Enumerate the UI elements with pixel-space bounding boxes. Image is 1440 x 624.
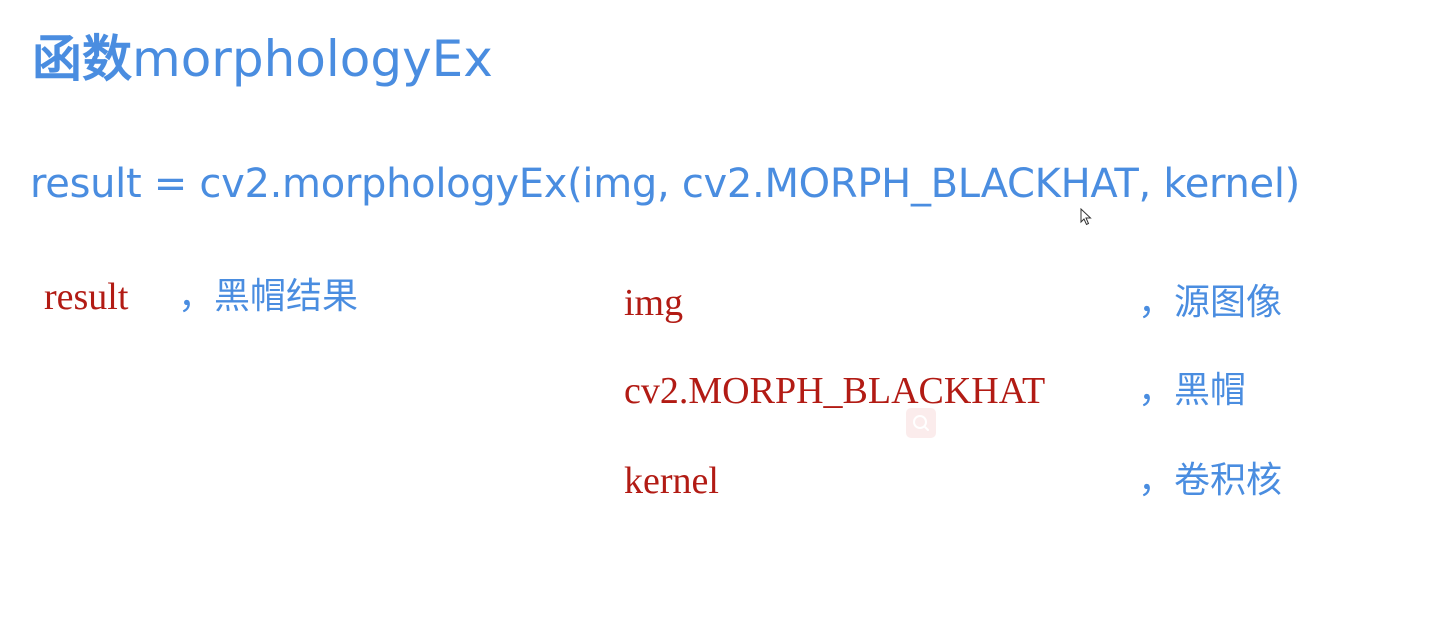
title-latin: morphologyEx <box>132 30 493 88</box>
param-desc-img: ，源图像 <box>1138 282 1283 323</box>
param-name-kernel: kernel <box>624 460 719 502</box>
param-desc-morph: ，黑帽 <box>1138 370 1247 411</box>
page-title: 函数morphologyEx <box>32 24 493 94</box>
title-cjk: 函数 <box>32 30 132 88</box>
param-desc-kernel: ，卷积核 <box>1138 460 1283 501</box>
zoom-icon[interactable] <box>906 408 936 438</box>
param-name-morph: cv2.MORPH_BLACKHAT <box>624 370 1046 412</box>
result-param-desc: ，黑帽结果 <box>178 276 359 317</box>
result-param-name: result <box>44 276 129 318</box>
mouse-cursor-icon <box>1080 207 1092 226</box>
code-line: result = cv2.morphologyEx(img, cv2.MORPH… <box>30 161 1300 207</box>
param-name-img: img <box>624 282 684 324</box>
